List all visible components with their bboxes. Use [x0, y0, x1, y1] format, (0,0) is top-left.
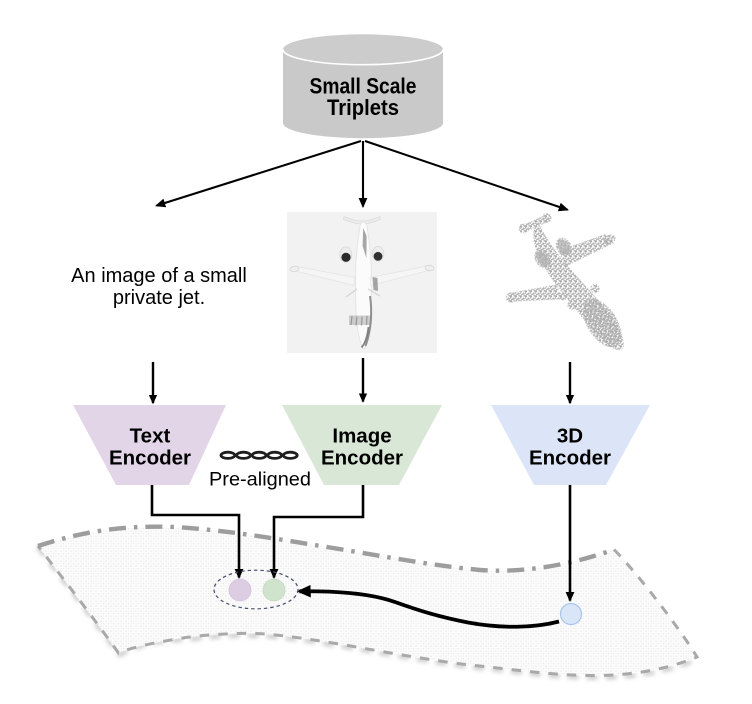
svg-text:Triplets: Triplets	[327, 95, 399, 120]
svg-text:Encoder: Encoder	[529, 446, 611, 469]
svg-text:Encoder: Encoder	[321, 446, 403, 469]
svg-text:An image of a small: An image of a small	[71, 265, 247, 287]
svg-text:3D: 3D	[557, 424, 583, 447]
svg-text:Pre-aligned: Pre-aligned	[209, 469, 311, 491]
svg-text:Text: Text	[130, 424, 171, 447]
svg-text:Image: Image	[332, 424, 391, 447]
svg-text:private jet.: private jet.	[113, 287, 205, 309]
svg-text:Small Scale: Small Scale	[310, 74, 417, 99]
svg-text:Encoder: Encoder	[109, 446, 191, 469]
